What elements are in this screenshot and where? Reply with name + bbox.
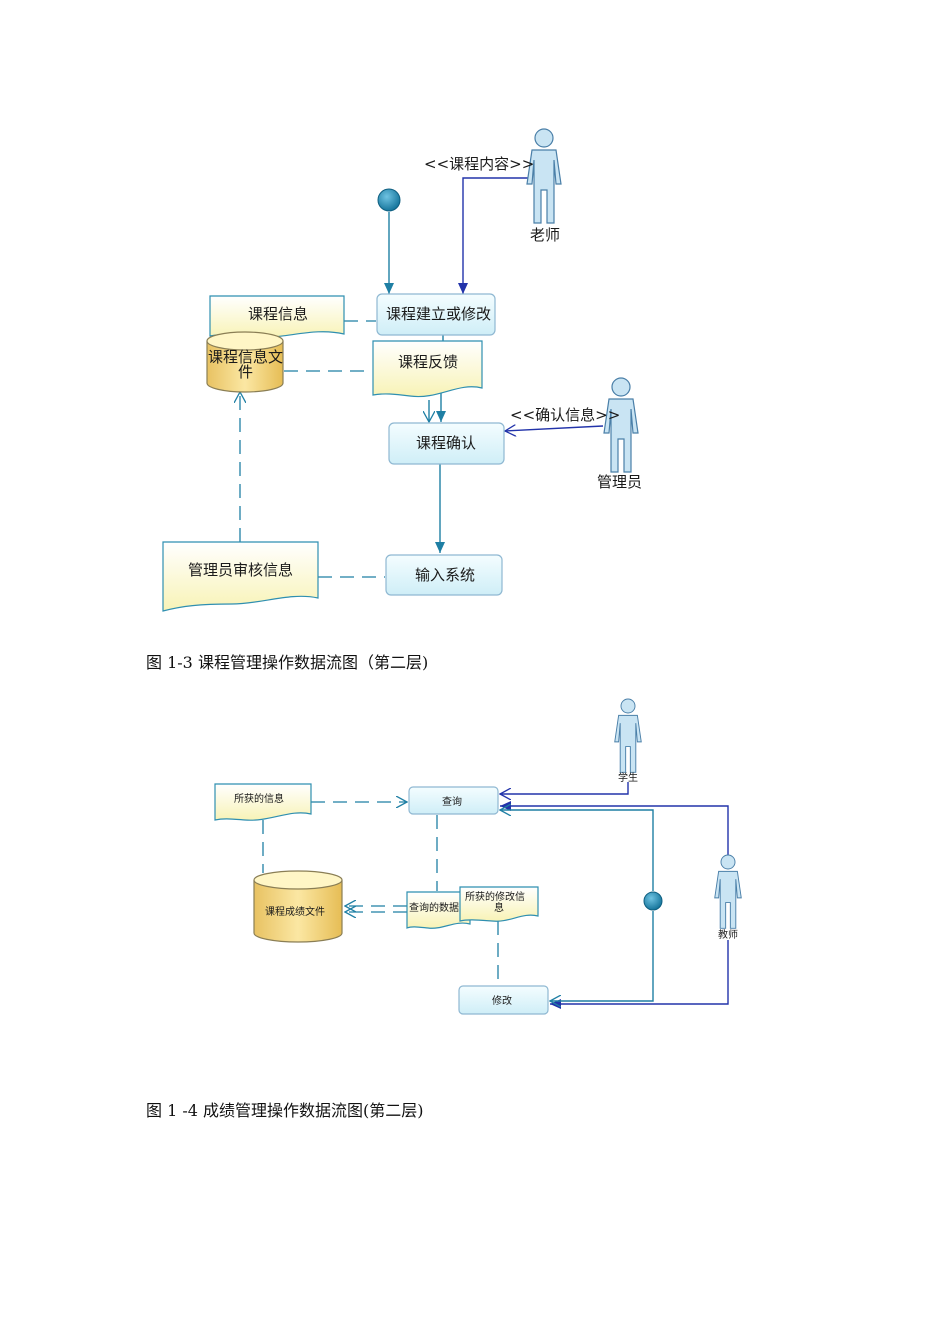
- query-label: 查询: [442, 795, 462, 808]
- grade-file-label: 课程成绩文件: [265, 905, 325, 918]
- student-actor-label: 学生: [618, 771, 638, 784]
- teacher-actor-label: 老师: [530, 226, 560, 244]
- flow-student-to-query: [500, 782, 629, 794]
- flow-teacher-to-modify: [550, 940, 729, 1009]
- course-info-file-label-2: 件: [238, 363, 253, 381]
- course-feedback-doc: [372, 340, 483, 398]
- modify-info-doc: [459, 886, 539, 922]
- modify-label: 修改: [492, 994, 512, 1007]
- modify-info-label-2: 息: [494, 901, 504, 914]
- input-system-label: 输入系统: [415, 566, 475, 584]
- modify-info-label-1: 所获的修改信: [465, 890, 525, 903]
- query-process: [408, 786, 499, 815]
- start-node-2: [643, 891, 663, 911]
- course-info-file-label-1: 课程信息文: [208, 348, 283, 366]
- obtained-info-label: 所获的信息: [234, 792, 284, 805]
- flow-label-confirm-info: <<确认信息>>: [510, 406, 620, 424]
- diagram-course-management: 老师 <<课程内容>> 管理员 <<确认信息>> 课程信息 课程信息文 件 课程…: [162, 128, 642, 612]
- diagram-grade-management: 学生 教师 所获的信息 查询 课程成绩文件 查询的数据 所获的修改信 息 修改: [214, 698, 742, 1015]
- course-info-file-store: [206, 331, 284, 393]
- obtained-info-doc: [214, 783, 312, 821]
- student-actor-icon: [614, 698, 642, 773]
- admin-review-doc: [162, 541, 319, 612]
- flow-start-to-query: [500, 810, 654, 891]
- admin-review-label: 管理员审核信息: [188, 561, 293, 579]
- figure-caption-2: 图 1 -4 成绩管理操作数据流图(第二层): [146, 1101, 424, 1120]
- course-confirm-process: [388, 422, 505, 465]
- flow-teacher-to-create: [458, 177, 528, 294]
- course-confirm-label: 课程确认: [416, 434, 476, 452]
- create-or-modify-label: 课程建立或修改: [386, 305, 491, 323]
- create-or-modify-process: [376, 293, 496, 336]
- query-data-doc: [406, 891, 471, 929]
- flow-start-to-modify: [550, 911, 654, 1001]
- query-data-label: 查询的数据: [409, 901, 459, 914]
- flow-teacher-to-query: [500, 801, 729, 858]
- grade-file-store: [253, 870, 343, 943]
- course-info-label: 课程信息: [248, 305, 308, 323]
- modify-process: [458, 985, 549, 1015]
- input-system-process: [385, 554, 503, 596]
- teacher2-actor-icon: [714, 854, 742, 929]
- teacher-actor-icon: [526, 128, 562, 224]
- teacher2-actor-label: 教师: [718, 928, 738, 941]
- admin-actor-label: 管理员: [597, 473, 642, 491]
- admin-actor-icon: [603, 377, 639, 473]
- figure-caption-1: 图 1-3 课程管理操作数据流图（第二层): [146, 653, 429, 672]
- course-feedback-label: 课程反馈: [398, 353, 458, 371]
- flow-admin-to-confirm: [505, 426, 604, 431]
- start-node: [377, 188, 401, 212]
- flow-label-course-content: <<课程内容>>: [424, 155, 534, 173]
